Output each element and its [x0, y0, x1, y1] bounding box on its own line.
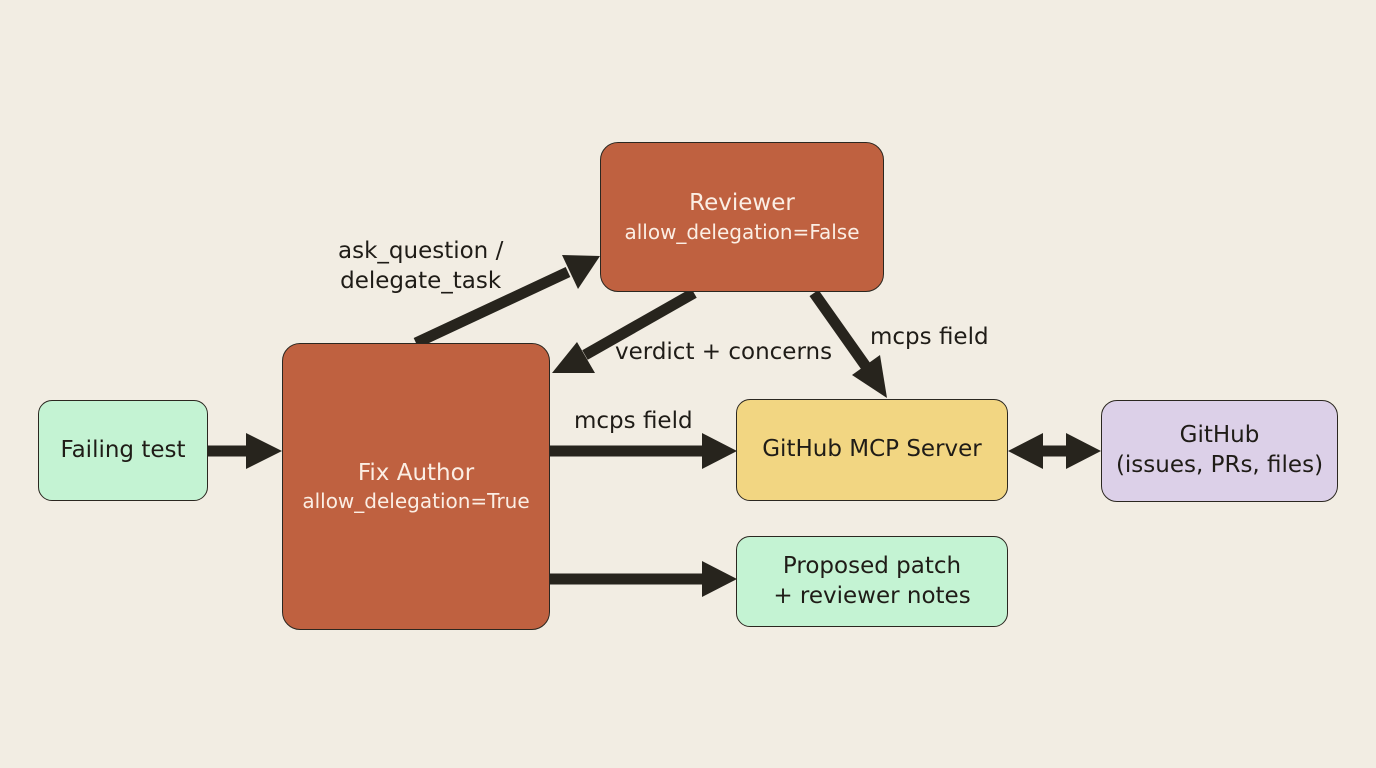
delegate-edge-label: ask_question / delegate_task [338, 237, 503, 297]
arrow-fix-author-to-reviewer [413, 255, 600, 348]
delegate-edge-label-line-2: delegate_task [340, 267, 502, 294]
fix-author-node: Fix Author allow_delegation=True [282, 343, 550, 630]
fix-author-title: Fix Author [357, 459, 475, 486]
arrow-reviewer-to-mcp-server [809, 289, 887, 398]
failing-test-label: Failing test [60, 436, 186, 463]
github-node: GitHub (issues, PRs, files) [1101, 400, 1338, 502]
reviewer-node: Reviewer allow_delegation=False [600, 142, 884, 292]
output-line-2: + reviewer notes [773, 582, 971, 609]
output-line-1: Proposed patch [782, 552, 962, 579]
arrow-failing-test-to-fix-author [208, 433, 282, 469]
failing-test-node: Failing test [38, 400, 208, 501]
delegate-edge-label-line-1: ask_question / [338, 238, 504, 264]
github-title: GitHub [1179, 422, 1260, 449]
github-subtitle: (issues, PRs, files) [1115, 452, 1324, 478]
reviewer-mcps-edge-label: mcps field [870, 324, 989, 350]
author-mcps-edge-label: mcps field [574, 408, 693, 434]
reviewer-setting: allow_delegation=False [624, 219, 860, 244]
fix-author-setting: allow_delegation=True [302, 489, 530, 514]
verdict-edge-label: verdict + concerns [615, 339, 833, 365]
mcp-server-node: GitHub MCP Server [736, 399, 1008, 501]
arrow-fix-author-to-mcp-server [550, 433, 737, 469]
arrow-fix-author-to-output [550, 561, 737, 597]
arrow-reviewer-to-fix-author [552, 288, 697, 373]
arrow-mcp-server-github-bidirectional [1008, 433, 1101, 469]
reviewer-title: Reviewer [689, 190, 795, 217]
output-node: Proposed patch + reviewer notes [736, 536, 1008, 627]
mcp-server-label: GitHub MCP Server [762, 436, 982, 463]
